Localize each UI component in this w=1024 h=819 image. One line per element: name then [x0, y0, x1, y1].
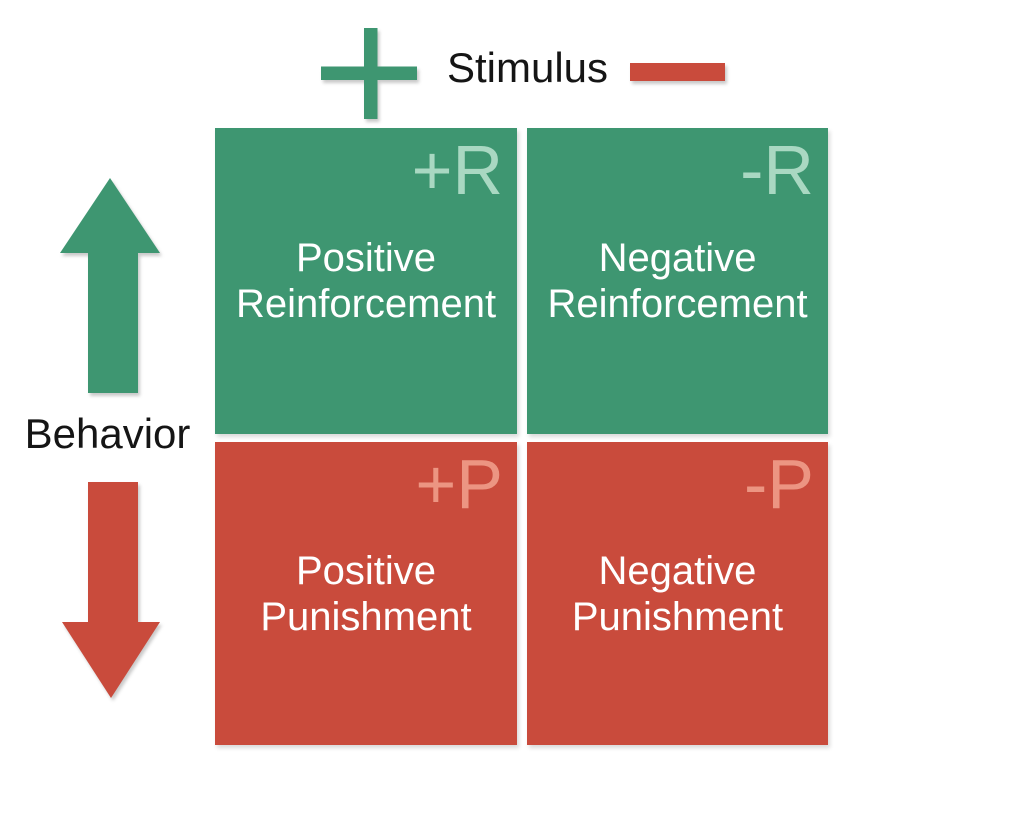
stimulus-axis-label: Stimulus: [446, 44, 609, 91]
quadrant-title-line2: Punishment: [571, 594, 784, 639]
quadrant-title-line1: Negative: [598, 236, 757, 280]
behavior-axis-label: Behavior: [24, 410, 191, 457]
quadrant-title-line2: Reinforcement: [547, 282, 808, 326]
quadrant-title: Negative Reinforcement: [547, 235, 807, 327]
quadrant-positive-punishment: +P Positive Punishment: [215, 442, 517, 745]
quadrant-title-line1: Negative: [598, 548, 757, 593]
quadrant-title-line2: Punishment: [260, 594, 472, 639]
quadrant-code-label: +R: [411, 131, 503, 209]
quadrant-code-label: -R: [740, 131, 814, 209]
arrow-up-icon: [60, 178, 160, 393]
quadrant-title-line2: Reinforcement: [235, 282, 497, 326]
quadrant-code-label: +P: [415, 445, 503, 523]
quadrant-grid: +R Positive Reinforcement -R Negative Re…: [215, 128, 828, 745]
quadrant-title: Negative Punishment: [572, 548, 783, 640]
quadrant-title-line1: Positive: [295, 548, 437, 593]
quadrant-negative-reinforcement: -R Negative Reinforcement: [527, 128, 828, 434]
arrow-down-icon: [62, 482, 160, 698]
quadrant-title: Positive Reinforcement: [236, 235, 496, 327]
quadrant-title: Positive Punishment: [260, 548, 471, 640]
quadrant-code-label: -P: [744, 445, 814, 523]
minus-icon: [630, 63, 725, 81]
quadrant-positive-reinforcement: +R Positive Reinforcement: [215, 128, 517, 434]
quadrant-negative-punishment: -P Negative Punishment: [527, 442, 828, 745]
plus-icon: [321, 28, 417, 119]
quadrant-title-line1: Positive: [295, 236, 437, 280]
